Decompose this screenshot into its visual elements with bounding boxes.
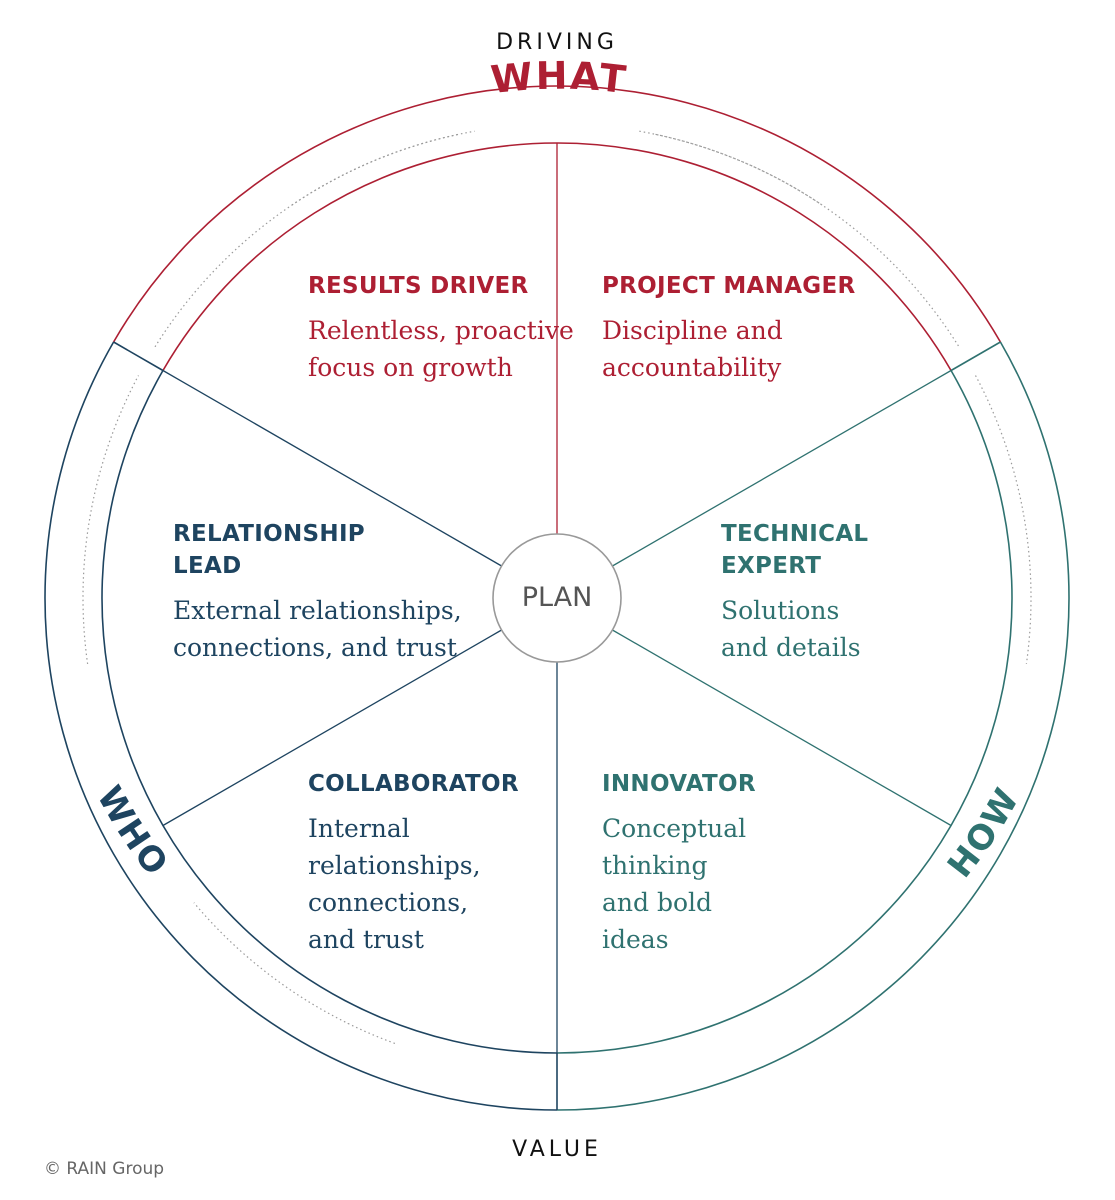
- text-line: focus on growth: [308, 353, 513, 382]
- segment-title: TECHNICAL EXPERT: [721, 518, 868, 582]
- text-line: External relationships,: [173, 596, 462, 625]
- dotted-ring-what-0: [291, 130, 475, 206]
- text-line: Internal: [308, 814, 410, 843]
- text-line: RESULTS DRIVER: [308, 273, 529, 299]
- segment-title: COLLABORATOR: [308, 768, 519, 800]
- center-plan-label: PLAN: [522, 582, 593, 613]
- dotted-ring-what-left: [154, 133, 459, 348]
- arc-label-what: WHAT: [489, 54, 630, 103]
- outer-ring-how: [556, 341, 1070, 1111]
- bottom-axis-label: VALUE: [512, 1137, 602, 1162]
- text-line: RELATIONSHIP: [173, 521, 365, 547]
- text-line: connections,: [308, 888, 469, 917]
- ring-divider-1: [950, 341, 1001, 372]
- segment-description: Relentless, proactive focus on growth: [308, 312, 574, 386]
- text-line: COLLABORATOR: [308, 771, 519, 797]
- spoke-line-4: [162, 629, 502, 827]
- segment-title: PROJECT MANAGER: [602, 270, 856, 302]
- dotted-ring-what-1: [639, 130, 823, 206]
- segment-innovator: INNOVATOR Conceptual thinking and bold idea…: [602, 768, 756, 958]
- dotted-ring-how: [974, 375, 1032, 665]
- text-line: and details: [721, 633, 861, 662]
- segment-description: Solutions and details: [721, 592, 868, 666]
- text-line: Discipline and: [602, 316, 783, 345]
- text-line: INNOVATOR: [602, 771, 756, 797]
- text-line: TECHNICAL: [721, 521, 869, 547]
- text-line: accountability: [602, 353, 782, 382]
- text-line: Solutions: [721, 596, 840, 625]
- segment-collaborator: COLLABORATOR Internal relationships, conne…: [308, 768, 519, 958]
- segment-title: RELATIONSHIP LEAD: [173, 518, 462, 582]
- segment-description: Discipline and accountability: [602, 312, 856, 386]
- text-line: thinking: [602, 851, 708, 880]
- text-line: ideas: [602, 925, 669, 954]
- text-line: EXPERT: [721, 553, 822, 579]
- arc-label-how: HOW: [940, 780, 1028, 885]
- text-line: connections, and trust: [173, 633, 457, 662]
- spoke-line-5: [162, 369, 502, 567]
- segment-results-driver: RESULTS DRIVER Relentless, proactive focu…: [308, 270, 574, 386]
- segment-relationship-lead: RELATIONSHIP LEAD External relationships,…: [173, 518, 462, 666]
- segment-project-manager: PROJECT MANAGER Discipline and accountabi…: [602, 270, 856, 386]
- segment-description: Conceptual thinking and bold ideas: [602, 810, 756, 958]
- segment-description: Internal relationships, connections, and tr…: [308, 810, 519, 958]
- text-line: relationships,: [308, 851, 481, 880]
- text-line: and trust: [308, 925, 424, 954]
- dotted-ring-who: [82, 375, 140, 665]
- spoke-line-1: [612, 369, 952, 567]
- segment-technical-expert: TECHNICAL EXPERT Solutions and details: [721, 518, 868, 666]
- text-line: Relentless, proactive: [308, 316, 574, 345]
- text-line: LEAD: [173, 553, 242, 579]
- segment-title: RESULTS DRIVER: [308, 270, 574, 302]
- segment-description: External relationships, connections, and …: [173, 592, 462, 666]
- spoke-line-2: [612, 629, 952, 827]
- outer-ring-who: [44, 341, 558, 1111]
- ring-divider-0: [113, 341, 164, 372]
- copyright-notice: © RAIN Group: [44, 1159, 165, 1179]
- outer-ring-what: [112, 85, 1002, 343]
- text-line: and bold: [602, 888, 713, 917]
- top-axis-label: DRIVING: [496, 30, 618, 55]
- text-line: Conceptual: [602, 814, 747, 843]
- dotted-ring-what-right: [655, 133, 960, 348]
- segment-title: INNOVATOR: [602, 768, 756, 800]
- center-circle: [492, 533, 622, 663]
- text-line: PROJECT MANAGER: [602, 273, 856, 299]
